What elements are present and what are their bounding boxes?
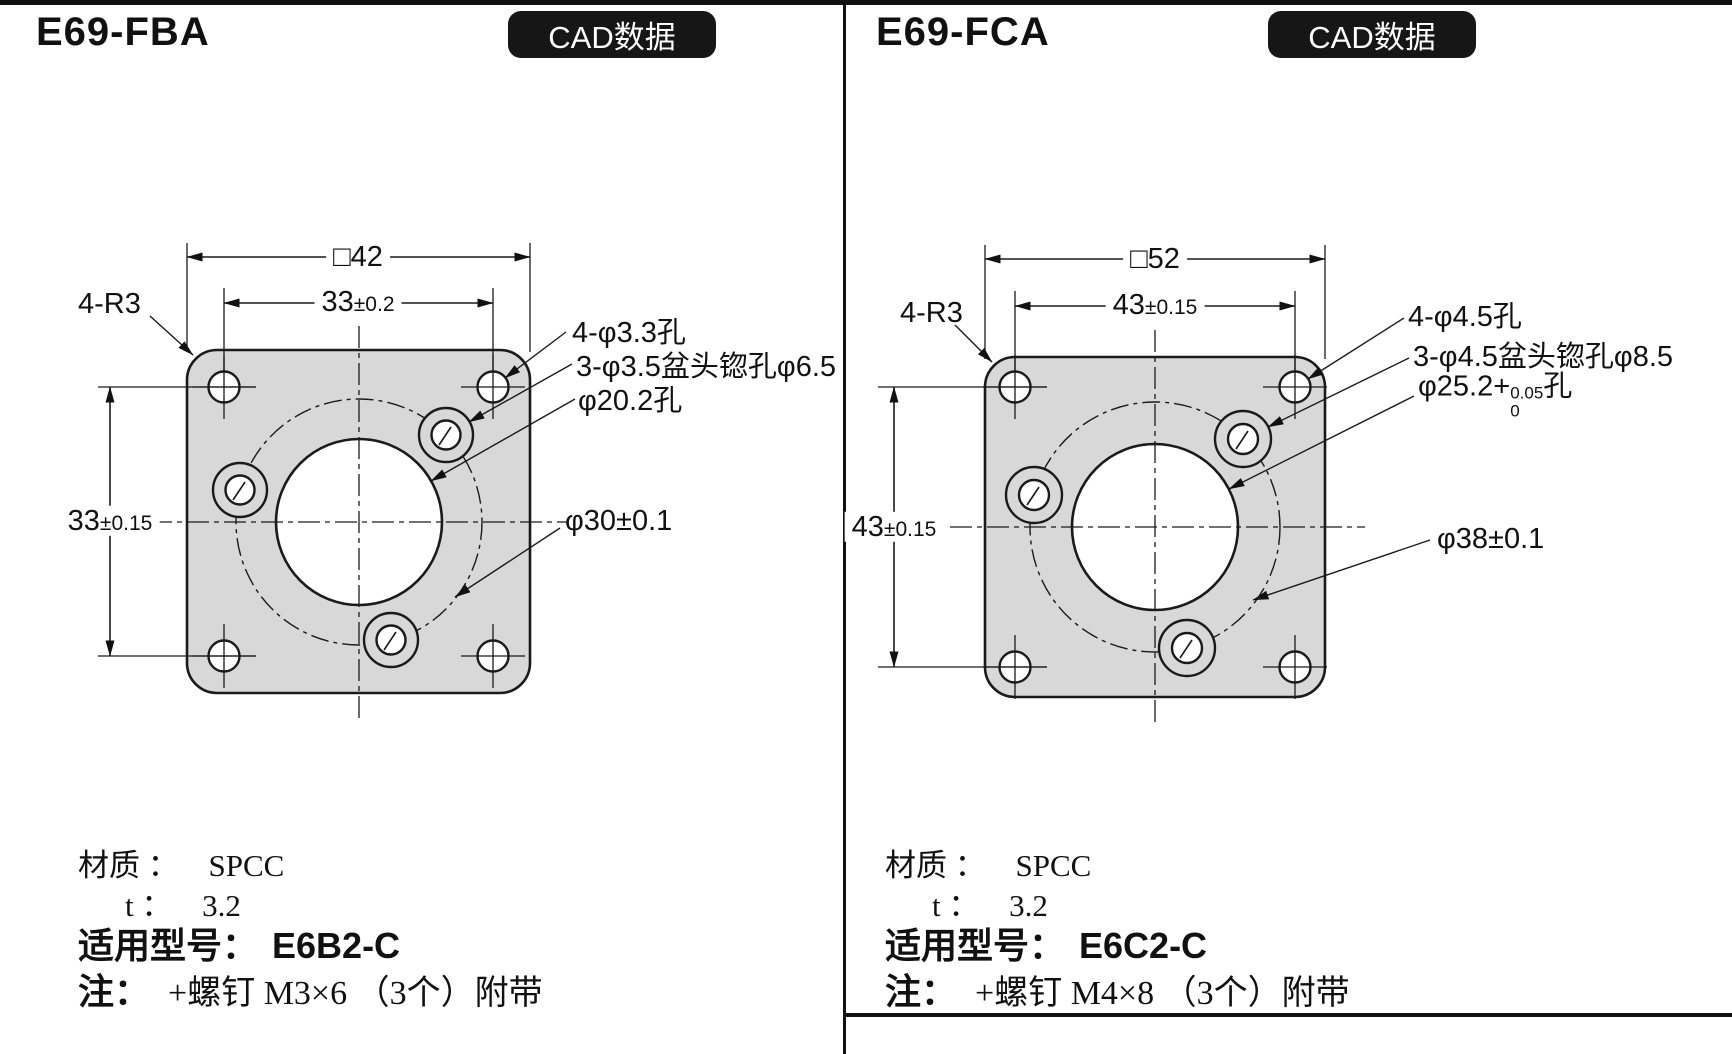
thickness-value: 3.2 <box>1009 888 1048 923</box>
material-row: 材质 ： SPCC <box>78 840 284 885</box>
dim-corner-radius: 4-R3 <box>900 297 963 329</box>
column-divider <box>843 0 846 1054</box>
thickness-row: t ： 3.2 <box>932 880 1048 925</box>
cad-data-badge[interactable]: CAD数据 <box>1268 11 1476 58</box>
dim-corner-radius: 4-R3 <box>78 288 141 320</box>
applicable-model-row: 适用型号： E6B2-C <box>78 917 400 969</box>
callout-counterbore-holes: 3-φ3.5盆头锪孔φ6.5 <box>576 350 837 383</box>
dim-hole-pitch-horizontal: 43±0.15 <box>1105 290 1205 321</box>
dim-outer-square: □42 <box>326 241 390 272</box>
callout-bolt-circle: φ30±0.1 <box>565 504 673 537</box>
dimension-lines <box>98 243 531 657</box>
applicable-model-row: 适用型号： E6C2-C <box>885 917 1207 969</box>
callout-corner-holes: 4-φ3.3孔 <box>572 316 686 349</box>
note-label: 注： <box>78 971 151 1012</box>
callout-corner-holes: 4-φ4.5孔 <box>1408 300 1522 333</box>
thickness-label: t ： <box>125 888 173 923</box>
flange-drawing-e69-fba <box>98 243 576 720</box>
cad-data-badge-label: CAD数据 <box>548 20 676 55</box>
material-value: SPCC <box>1015 848 1092 883</box>
top-border <box>0 0 1732 5</box>
dim-hole-pitch-vertical: 33±0.15 <box>60 506 160 537</box>
bottom-border-right <box>843 1013 1732 1017</box>
screw-note-row: 注： +螺钉 M4×8 （3个）附带 <box>885 963 1350 1015</box>
note-value: +螺钉 M3×6 （3个）附带 <box>168 975 543 1012</box>
counterbore-holes <box>211 406 475 669</box>
callout-bolt-circle: φ38±0.1 <box>1437 522 1545 555</box>
dim-outer-square: □52 <box>1123 243 1187 274</box>
counterbore-holes <box>1004 409 1273 678</box>
applicable-model-label: 适用型号： <box>885 925 1066 966</box>
note-label: 注： <box>885 971 958 1012</box>
callout-counterbore-holes: 3-φ4.5盆头锪孔φ8.5 <box>1413 340 1674 373</box>
applicable-model-value: E6B2-C <box>272 925 401 966</box>
model-title-e69-fca: E69-FCA <box>876 10 1050 54</box>
applicable-model-value: E6C2-C <box>1079 925 1208 966</box>
material-label: 材质 ： <box>78 848 179 883</box>
thickness-label: t ： <box>932 888 980 923</box>
applicable-model-label: 适用型号： <box>78 925 259 966</box>
cad-data-badge-label: CAD数据 <box>1308 20 1436 55</box>
callout-leaders <box>430 331 576 598</box>
centerlines <box>950 330 1365 725</box>
dim-hole-pitch-horizontal: 33±0.2 <box>314 287 402 318</box>
note-value: +螺钉 M4×8 （3个）附带 <box>975 975 1350 1012</box>
material-value: SPCC <box>208 848 285 883</box>
cad-data-badge[interactable]: CAD数据 <box>508 11 716 58</box>
dim-hole-pitch-vertical: 43±0.15 <box>844 512 944 543</box>
screw-note-row: 注： +螺钉 M3×6 （3个）附带 <box>78 963 543 1015</box>
material-label: 材质 ： <box>885 848 986 883</box>
material-row: 材质 ： SPCC <box>885 840 1091 885</box>
centerlines <box>150 326 568 720</box>
thickness-row: t ： 3.2 <box>125 880 241 925</box>
callout-leaders <box>1228 317 1431 601</box>
model-title-e69-fba: E69-FBA <box>36 10 210 54</box>
thickness-value: 3.2 <box>202 888 241 923</box>
